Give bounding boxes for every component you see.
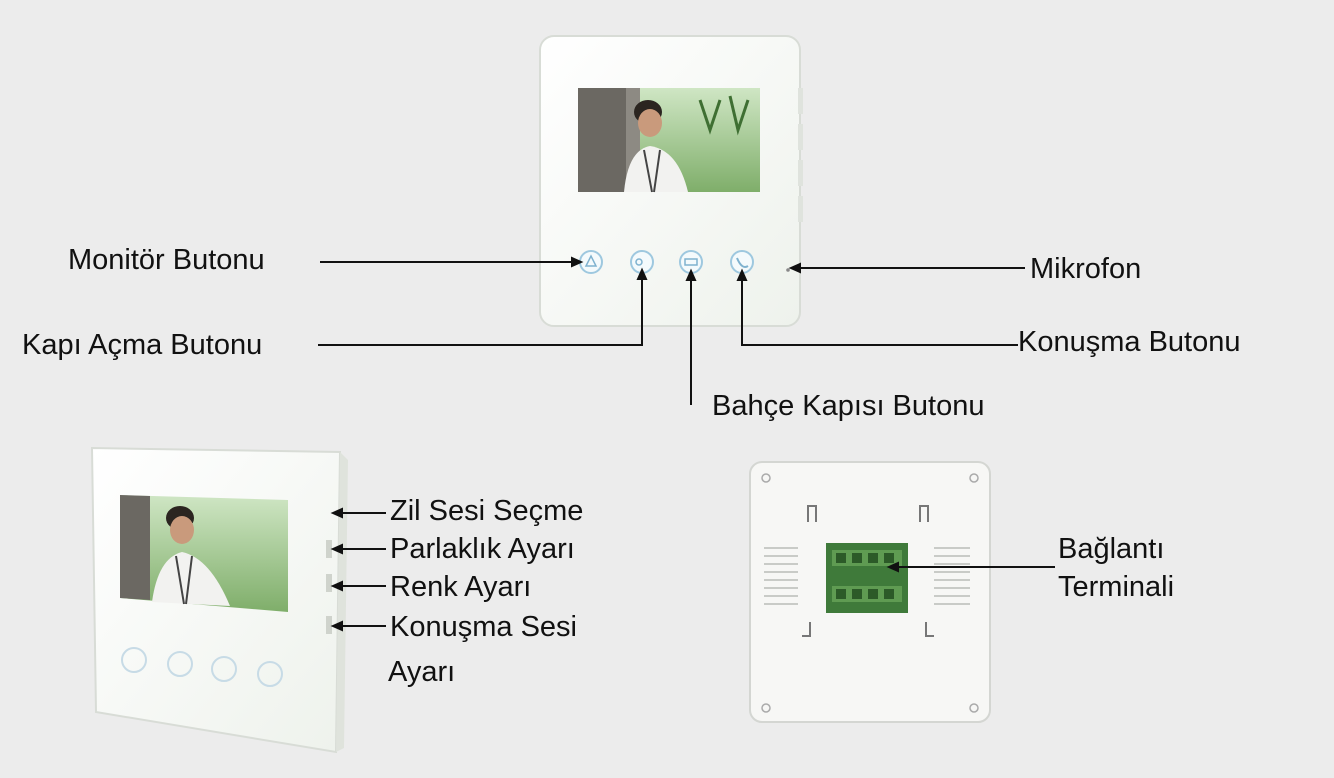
label-door-open-button: Kapı Açma Butonu — [22, 329, 263, 361]
leader-lines-side — [330, 507, 386, 632]
gate-icon — [684, 258, 698, 266]
label-brightness-adjust: Parlaklık Ayarı — [390, 533, 575, 565]
label-garden-gate-button: Bahçe Kapısı Butonu — [712, 390, 985, 422]
front-screen — [578, 88, 760, 193]
leader-line-terminal — [886, 561, 1055, 573]
microphone-hole — [786, 268, 790, 272]
label-talk-button: Konuşma Butonu — [1018, 326, 1241, 358]
key-icon — [635, 258, 643, 266]
label-connection-terminal-2: Terminali — [1058, 571, 1175, 603]
label-ring-tone-select: Zil Sesi Seçme — [390, 495, 584, 527]
connection-terminal — [826, 543, 908, 613]
label-talk-volume-2: Ayarı — [388, 656, 456, 688]
handset-icon — [736, 257, 749, 268]
vent-slots — [764, 547, 970, 605]
label-talk-volume-1: Konuşma Sesi — [390, 611, 577, 643]
label-connection-terminal-1: Bağlantı — [1058, 533, 1165, 565]
side-monitor — [90, 446, 348, 754]
side-screen — [120, 495, 288, 612]
label-microphone: Mikrofon — [1030, 253, 1142, 285]
bell-icon — [584, 254, 598, 267]
side-buttons — [121, 647, 283, 687]
leader-lines-front — [318, 256, 1025, 405]
label-color-adjust: Renk Ayarı — [390, 571, 532, 603]
back-panel — [749, 461, 991, 723]
label-monitor-button: Monitör Butonu — [68, 244, 265, 276]
front-monitor — [539, 35, 803, 327]
